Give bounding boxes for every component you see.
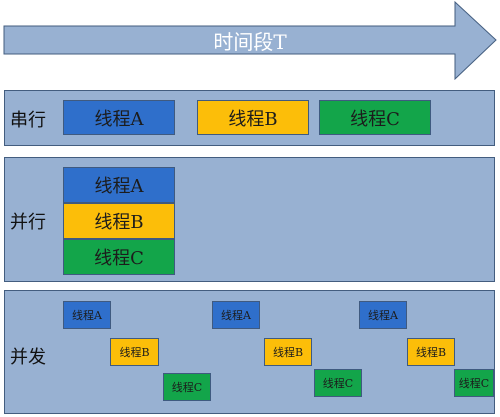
timeline-label: 时间段T	[213, 30, 287, 54]
block-label: 线程C	[322, 377, 354, 390]
block-label: 线程B	[94, 212, 144, 233]
serial-panel: 串行 线程A 线程B 线程C	[4, 90, 495, 146]
concurrent-thread-c: 线程C	[454, 369, 494, 397]
serial-thread-b: 线程B	[197, 100, 309, 135]
block-label: 线程A	[94, 176, 144, 197]
serial-thread-c: 线程C	[319, 100, 431, 135]
block-label: 线程B	[119, 346, 150, 359]
concurrent-thread-b: 线程B	[110, 338, 159, 366]
concurrent-thread-c: 线程C	[163, 373, 211, 401]
block-label: 线程A	[221, 309, 251, 322]
concurrent-thread-c: 线程C	[314, 369, 362, 397]
parallel-thread-c: 线程C	[63, 239, 175, 275]
block-label: 线程C	[171, 381, 203, 394]
block-label: 线程A	[94, 108, 144, 130]
concurrent-label: 并发	[10, 347, 46, 368]
concurrent-thread-b: 线程B	[407, 338, 455, 366]
block-label: 线程B	[272, 346, 304, 359]
block-label: 线程A	[368, 309, 398, 322]
block-label: 线程C	[94, 248, 144, 269]
concurrent-panel: 并发 线程A 线程B 线程C 线程A 线程B 线程C 线程A 线程B 线程C	[4, 290, 495, 414]
block-label: 线程A	[72, 309, 102, 322]
concurrent-thread-b: 线程B	[264, 338, 312, 366]
parallel-label: 并行	[10, 212, 46, 233]
block-label: 线程B	[415, 346, 447, 359]
parallel-thread-b: 线程B	[63, 203, 175, 239]
block-label: 线程C	[458, 377, 490, 390]
serial-label: 串行	[10, 110, 46, 131]
concurrent-thread-a: 线程A	[359, 301, 407, 329]
parallel-thread-a: 线程A	[63, 167, 175, 203]
concurrent-thread-a: 线程A	[63, 301, 111, 329]
parallel-panel: 并行 线程A 线程B 线程C	[4, 157, 495, 282]
concurrent-thread-a: 线程A	[212, 301, 260, 329]
serial-thread-a: 线程A	[63, 100, 175, 135]
arrow-shape	[3, 0, 497, 80]
block-label: 线程C	[350, 108, 400, 130]
block-label: 线程B	[228, 108, 278, 130]
